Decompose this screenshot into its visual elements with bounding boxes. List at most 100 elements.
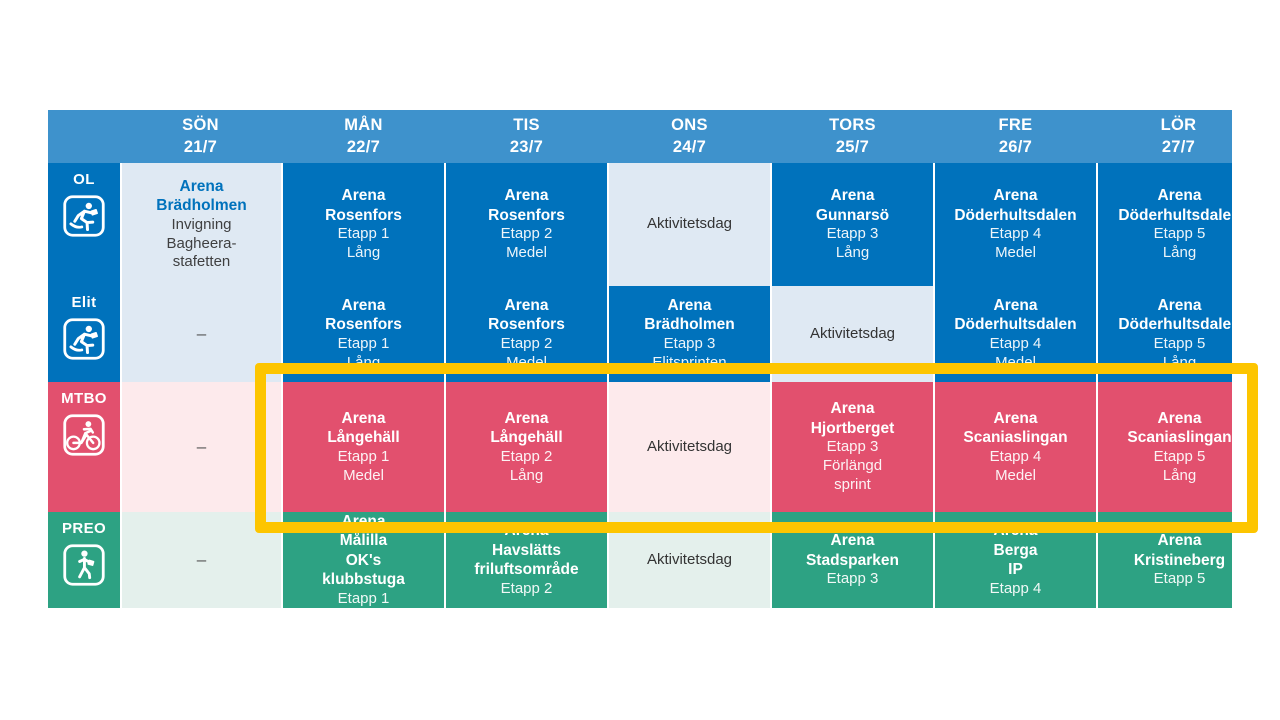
header-cell-tis: TIS 23/7 <box>446 110 607 163</box>
header-cell-ons: ONS 24/7 <box>609 110 770 163</box>
arena-name-line: Arena <box>667 296 712 314</box>
arena-name-line: Arena <box>504 409 549 427</box>
schedule-cell[interactable]: – <box>122 286 281 382</box>
header-cell-lor: LÖR 27/7 <box>1098 110 1232 163</box>
arena-name-line: Arena <box>179 177 224 195</box>
schedule-cell[interactable]: – <box>122 512 281 608</box>
arena-name-line: Rosenfors <box>488 316 565 334</box>
arena-name-line: Arena <box>504 296 549 314</box>
header-cell-tors: TORS 25/7 <box>772 110 933 163</box>
stage-detail-line: stafetten <box>172 253 231 271</box>
runner-icon <box>63 318 105 360</box>
stage-detail-line: Etapp 4 <box>989 225 1042 243</box>
stage-detail-line: Etapp 1 <box>337 225 390 243</box>
header-date: 25/7 <box>835 137 870 156</box>
stage-detail-line: Etapp 3 <box>826 438 879 456</box>
stage-detail-line: Medel <box>506 353 547 371</box>
arena-name-line: Havslätts <box>492 541 561 559</box>
schedule-cell[interactable]: – <box>122 382 281 512</box>
arena-name-line: Kristineberg <box>1133 551 1226 569</box>
arena-name-line: Arena <box>830 187 875 205</box>
schedule-cell[interactable]: Aktivitetsdag <box>772 286 933 382</box>
arena-name-line: Arena <box>1157 187 1202 205</box>
arena-name-line: Arena <box>993 522 1038 540</box>
arena-name-line: klubbstuga <box>322 571 405 589</box>
runner-icon <box>63 195 105 237</box>
cyclist-icon <box>63 414 105 456</box>
stage-detail-line: Etapp 3 <box>663 334 716 352</box>
category-label-elit: Elit <box>48 286 120 382</box>
stage-detail-line: Etapp 2 <box>500 225 553 243</box>
arena-name-line: Brädholmen <box>644 316 735 334</box>
category-name: Elit <box>71 294 97 311</box>
header-date: 22/7 <box>346 137 381 156</box>
arena-name-line: Brädholmen <box>156 197 247 215</box>
arena-name-line: Arena <box>993 409 1038 427</box>
arena-name-line: Arena <box>341 296 386 314</box>
arena-name-line: Arena <box>341 187 386 205</box>
empty-dash: – <box>196 324 207 344</box>
stage-detail-line: Etapp 4 <box>989 447 1042 465</box>
stage-detail-line: Bagheera- <box>166 234 237 252</box>
arena-name-line: Arena <box>341 409 386 427</box>
header-day: TIS <box>513 116 540 135</box>
arena-name-line: OK's <box>345 551 382 569</box>
arena-name-line: friluftsområde <box>474 561 579 579</box>
schedule-cell[interactable]: Aktivitetsdag <box>609 512 770 608</box>
stage-detail-line: Lång <box>346 244 381 262</box>
header-date: 23/7 <box>509 137 544 156</box>
stage-detail-line: Medel <box>995 466 1036 484</box>
empty-dash: – <box>196 550 207 570</box>
arena-name-line: Långehäll <box>327 429 400 447</box>
activity-day-label: Aktivitetsdag <box>809 324 896 342</box>
arena-name-line: Scaniaslingan <box>1127 429 1232 447</box>
stage-detail-line: Etapp 3 <box>826 570 879 588</box>
header-day: MÅN <box>344 116 383 135</box>
arena-name-line: Arena <box>1157 409 1202 427</box>
stage-detail-line: Etapp 1 <box>337 589 390 607</box>
arena-name-line: Arena <box>830 400 875 418</box>
arena-name-line: Döderhultsdalen <box>954 316 1077 334</box>
stage-detail-line: Etapp 4 <box>989 579 1042 597</box>
arena-name-line: Döderhultsdalen <box>1118 316 1232 334</box>
stage-detail-line: Etapp 2 <box>500 447 553 465</box>
stage-detail-line: Förlängd <box>822 457 883 475</box>
header-cell-son: SÖN 21/7 <box>120 110 281 163</box>
arena-name-line: Arena <box>504 522 549 540</box>
stage-detail-line: Etapp 5 <box>1153 570 1206 588</box>
stage-detail-line: Lång <box>835 244 870 262</box>
header-date: 27/7 <box>1161 137 1196 156</box>
walker-icon <box>63 544 105 586</box>
schedule-cell[interactable]: Aktivitetsdag <box>609 382 770 512</box>
arena-name-line: Döderhultsdalen <box>954 206 1077 224</box>
stage-detail-line: Etapp 5 <box>1153 334 1206 352</box>
arena-name-line: Arena <box>830 532 875 550</box>
schedule-cell[interactable]: Aktivitetsdag <box>609 163 770 286</box>
stage-detail-line: Invigning <box>171 215 232 233</box>
category-label-ol: OL <box>48 163 120 286</box>
arena-name-line: Arena <box>993 296 1038 314</box>
arena-name-line: Arena <box>341 512 386 530</box>
